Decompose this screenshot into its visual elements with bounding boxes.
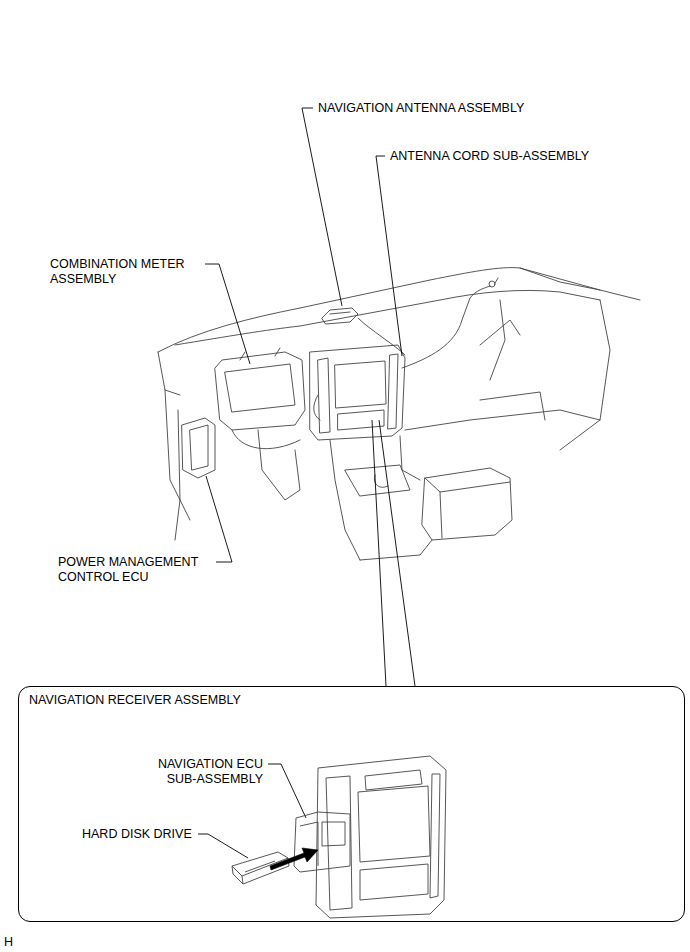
part-label: POWER MANAGEMENT CONTROL ECU [58,555,228,585]
part-label: COMBINATION METER ASSEMBLY [50,257,210,287]
part-label: NAVIGATION ANTENNA ASSEMBLY [318,101,578,116]
part-label: HARD DISK DRIVE [82,827,262,842]
figure-code: H [4,935,34,950]
part-label: ANTENNA CORD SUB-ASSEMBLY [390,149,650,164]
inset-heading: NAVIGATION RECEIVER ASSEMBLY [29,693,684,708]
part-label: NAVIGATION ECU SUB-ASSEMBLY [138,757,263,787]
inset-box: NAVIGATION RECEIVER ASSEMBLY [18,686,685,922]
